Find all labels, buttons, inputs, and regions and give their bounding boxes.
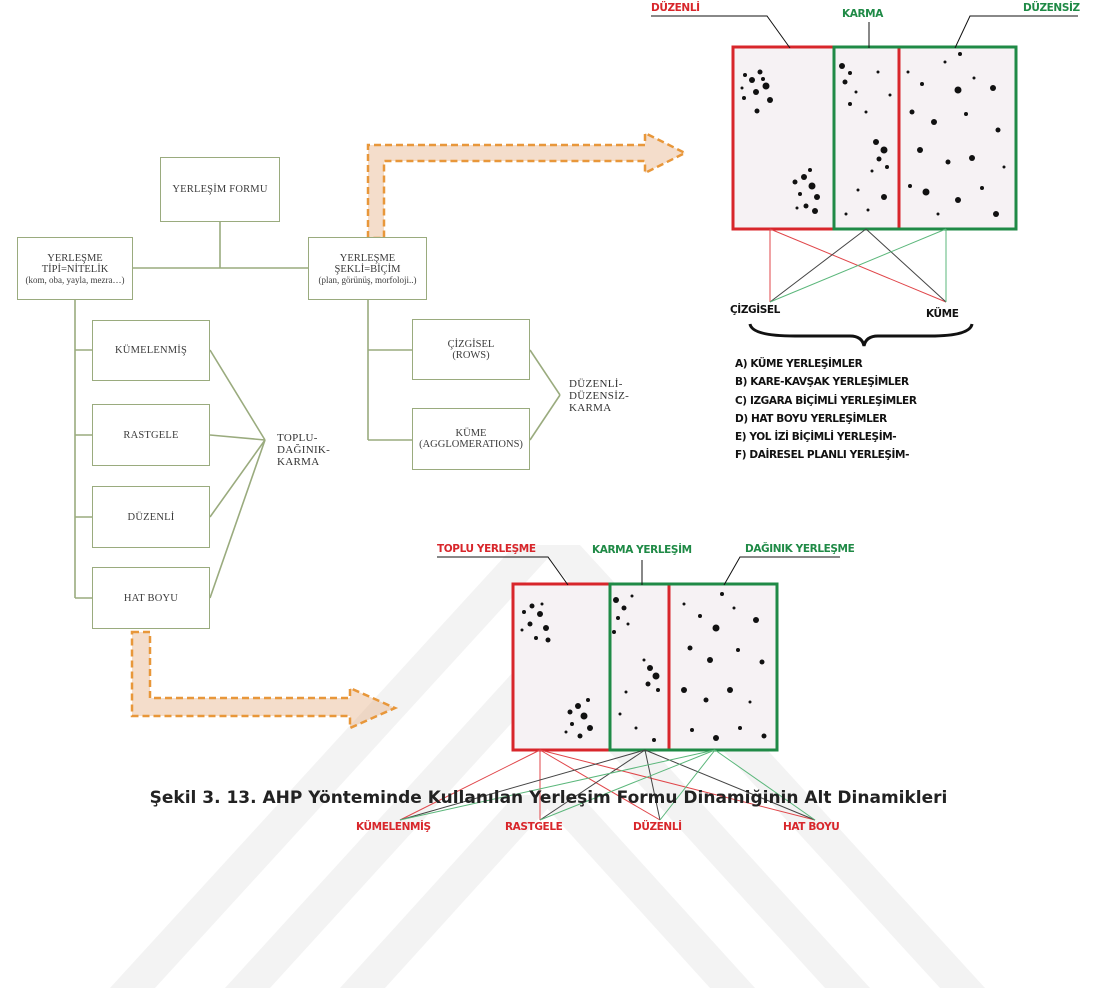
type-child-box: DÜZENLİ: [92, 486, 210, 548]
bottom-label-right: DAĞINIK YERLEŞME: [745, 543, 855, 555]
bottom-panel-dots: [520, 592, 767, 742]
settlement-list-item: B) KARE-KAVŞAK YERLEŞİMLER: [735, 376, 909, 389]
type-child-box: HAT BOYU: [92, 567, 210, 629]
settlement-list-item: A) KÜME YERLEŞİMLER: [735, 358, 863, 370]
figure-caption: Şekil 3. 13. AHP Yönteminde Kullanılan Y…: [149, 788, 948, 808]
bottom-panel: [399, 556, 840, 821]
settlement-list-item: D) HAT BOYU YERLEŞİMLER: [735, 412, 887, 425]
type-box-line1: YERLEŞME: [47, 252, 103, 264]
curly-brace-icon: [748, 323, 974, 347]
type-summary-line: TOPLU-: [277, 432, 318, 444]
type-child-label: RASTGELE: [123, 429, 179, 441]
bottom-node: DÜZENLİ: [633, 821, 682, 833]
flow-arrow-icon: [130, 130, 688, 730]
type-child-box: RASTGELE: [92, 404, 210, 466]
form-child-line1: KÜME: [455, 428, 487, 439]
bottom-label-left: TOPLU YERLEŞME: [437, 543, 536, 555]
top-node-right: KÜME: [926, 308, 959, 320]
settlement-list-item: E) YOL İZİ BİÇİMLİ YERLEŞİM-: [735, 431, 897, 444]
type-child-label: DÜZENLİ: [127, 511, 175, 523]
type-summary-line: KARMA: [277, 456, 320, 468]
root-label: YERLEŞİM FORMU: [172, 184, 268, 195]
type-box-line2: TİPİ=NİTELİK: [41, 263, 109, 275]
form-child-line1: ÇİZGİSEL: [447, 338, 495, 350]
form-summary-line: DÜZENSİZ-: [569, 390, 630, 402]
settlement-list-item: C) IZGARA BİÇİMLİ YERLEŞİMLER: [735, 394, 917, 407]
form-summary: DÜZENLİ- DÜZENSİZ- KARMA: [569, 378, 629, 414]
form-box-line2: ŞEKLİ=BİÇİM: [334, 263, 401, 275]
top-panel: [651, 15, 1078, 347]
form-box-line1: YERLEŞME: [339, 252, 396, 264]
bottom-label-middle: KARMA YERLEŞİM: [592, 544, 692, 556]
form-child-line2: (ROWS): [452, 349, 490, 361]
form-box: YERLEŞME ŞEKLİ=BİÇİM (plan, görünüş, mor…: [308, 237, 427, 300]
form-child-line2: (AGGLOMERATIONS): [419, 439, 523, 450]
bottom-node: RASTGELE: [505, 821, 563, 833]
type-summary: TOPLU- DAĞINIK- KARMA: [277, 432, 330, 468]
top-panel-dots: [740, 52, 1006, 217]
settlement-list-item: F) DAİRESEL PLANLI YERLEŞİM-: [735, 449, 910, 462]
top-node-left: ÇİZGİSEL: [730, 304, 780, 316]
type-child-label: HAT BOYU: [123, 592, 179, 604]
top-label-middle: KARMA: [842, 8, 883, 20]
type-box: YERLEŞME TİPİ=NİTELİK (kom, oba, yayla, …: [17, 237, 133, 300]
top-label-left: DÜZENLİ: [651, 2, 700, 14]
bottom-node: HAT BOYU: [783, 821, 840, 833]
bottom-node: KÜMELENMİŞ: [356, 821, 431, 833]
top-label-right: DÜZENSİZ: [1023, 2, 1080, 14]
form-summary-line: DÜZENLİ-: [569, 378, 623, 390]
type-summary-line: DAĞINIK-: [277, 444, 331, 456]
type-box-sub: (kom, oba, yayla, mezra…): [25, 274, 125, 285]
root-box: YERLEŞİM FORMU: [160, 157, 280, 222]
type-child-box: KÜMELENMİŞ: [92, 320, 210, 381]
form-child-box: ÇİZGİSEL (ROWS): [412, 319, 530, 380]
type-child-label: KÜMELENMİŞ: [115, 345, 187, 356]
form-box-sub: (plan, görünüş, morfoloji..): [318, 274, 417, 285]
form-summary-line: KARMA: [569, 402, 612, 414]
settlement-list: A) KÜME YERLEŞİMLER B) KARE-KAVŞAK YERLE…: [735, 355, 917, 465]
form-child-box: KÜME (AGGLOMERATIONS): [412, 408, 530, 470]
